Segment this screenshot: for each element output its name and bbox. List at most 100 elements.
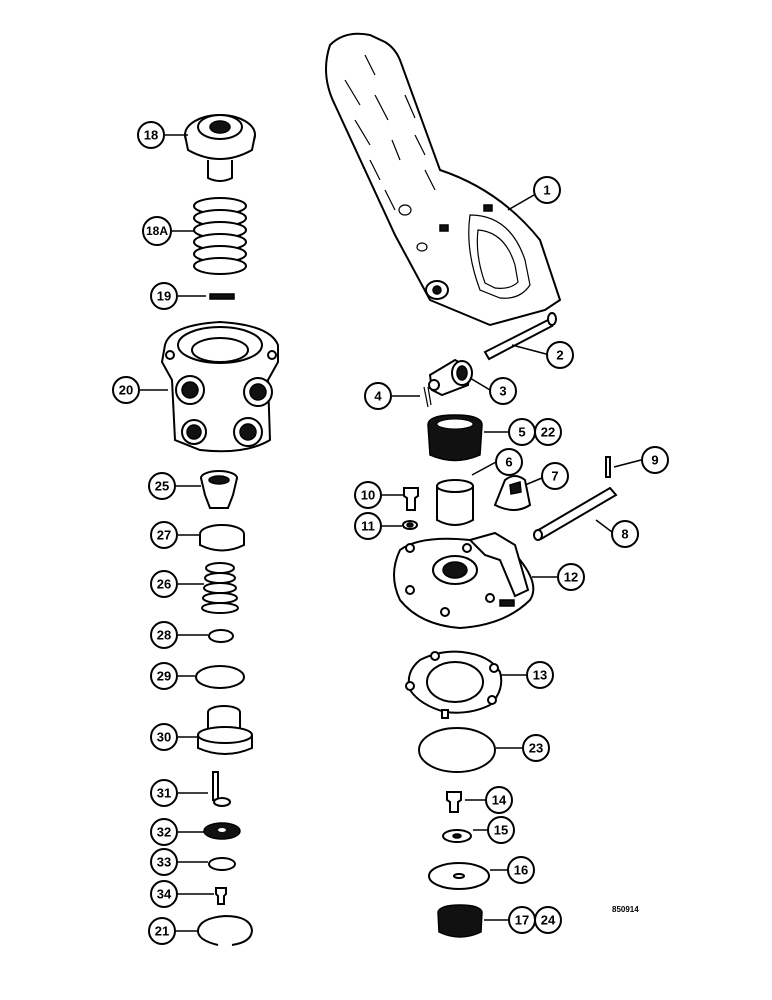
svg-text:10: 10	[361, 488, 375, 503]
part-25-valve	[200, 470, 238, 509]
part-33-washer	[208, 857, 236, 871]
callout-7: 7	[541, 462, 569, 490]
callout-30: 30	[150, 723, 178, 751]
callout-34: 34	[150, 880, 178, 908]
part-2-pin	[483, 312, 557, 361]
svg-text:15: 15	[494, 823, 508, 838]
svg-text:3: 3	[499, 384, 506, 399]
part-34-screw	[215, 887, 227, 905]
svg-text:20: 20	[119, 383, 133, 398]
part-18a-spring	[193, 197, 247, 275]
part-5-boot	[427, 414, 483, 462]
part-30-piston	[197, 705, 253, 755]
callout-9: 9	[641, 446, 669, 474]
callout-32: 32	[150, 818, 178, 846]
svg-text:8: 8	[621, 527, 628, 542]
callout-23: 23	[522, 734, 550, 762]
callout-17: 17	[508, 906, 536, 934]
svg-text:26: 26	[157, 577, 171, 592]
callout-26: 26	[150, 570, 178, 598]
part-15-washer	[442, 829, 472, 843]
svg-text:22: 22	[541, 425, 555, 440]
svg-text:25: 25	[155, 479, 169, 494]
part-32-rubber-disc	[203, 822, 241, 840]
part-20-valve-body	[160, 320, 279, 453]
callout-14: 14	[485, 786, 513, 814]
part-21-snap-ring	[196, 914, 254, 946]
svg-text:29: 29	[157, 669, 171, 684]
svg-text:21: 21	[155, 924, 169, 939]
svg-text:31: 31	[157, 786, 171, 801]
part-29-o-ring	[195, 665, 245, 689]
part-31-stem	[212, 771, 231, 807]
callout-6: 6	[495, 448, 523, 476]
svg-text:17: 17	[515, 913, 529, 928]
part-19-pin	[209, 293, 235, 300]
part-7-cam	[493, 475, 532, 511]
callout-10: 10	[354, 481, 382, 509]
svg-text:23: 23	[529, 741, 543, 756]
svg-text:18A: 18A	[146, 224, 168, 238]
callout-8: 8	[611, 520, 639, 548]
callout-13: 13	[526, 661, 554, 689]
svg-text:34: 34	[157, 887, 172, 902]
part-1-pedal	[325, 32, 562, 327]
part-4-cotter-pin	[423, 386, 432, 408]
part-18-cap	[184, 114, 256, 182]
svg-text:18: 18	[144, 128, 158, 143]
svg-text:27: 27	[157, 528, 171, 543]
part-16-disc	[428, 862, 490, 890]
callout-18: 18	[137, 121, 165, 149]
part-14-screw	[446, 791, 462, 813]
svg-text:32: 32	[157, 825, 171, 840]
svg-text:28: 28	[157, 628, 171, 643]
callout-11: 11	[354, 512, 382, 540]
part-13-gasket	[405, 650, 503, 719]
callout-29: 29	[150, 662, 178, 690]
callout-4: 4	[364, 382, 392, 410]
part-12-cover-plate	[393, 531, 535, 630]
callout-1: 1	[533, 176, 561, 204]
svg-text:19: 19	[157, 289, 171, 304]
callout-22: 22	[534, 418, 562, 446]
svg-text:14: 14	[492, 793, 507, 808]
part-8-rod	[533, 486, 618, 541]
callout-16: 16	[507, 856, 535, 884]
callout-33: 33	[150, 848, 178, 876]
part-17-seal	[437, 904, 483, 938]
part-11-washer	[402, 520, 418, 530]
callout-31: 31	[150, 779, 178, 807]
svg-text:24: 24	[541, 913, 556, 928]
callout-2: 2	[546, 341, 574, 369]
part-6-cup	[436, 479, 474, 526]
part-9-roll-pin	[605, 456, 611, 478]
svg-text:16: 16	[514, 863, 528, 878]
part-28-o-ring	[208, 629, 234, 643]
svg-text:33: 33	[157, 855, 171, 870]
svg-text:4: 4	[374, 389, 382, 404]
callout-25: 25	[148, 472, 176, 500]
part-3-plunger	[428, 358, 473, 397]
svg-text:30: 30	[157, 730, 171, 745]
part-26-spring	[201, 562, 239, 614]
callout-5: 5	[508, 418, 536, 446]
callout-27: 27	[150, 521, 178, 549]
svg-text:9: 9	[651, 453, 658, 468]
svg-text:13: 13	[533, 668, 547, 683]
callout-3: 3	[489, 377, 517, 405]
part-10-screw	[403, 487, 419, 511]
callout-18a: 18A	[142, 216, 172, 246]
leader-lines	[140, 134, 642, 932]
svg-text:5: 5	[518, 425, 525, 440]
callout-20: 20	[112, 376, 140, 404]
callout-19: 19	[150, 282, 178, 310]
callout-15: 15	[487, 816, 515, 844]
callout-24: 24	[534, 906, 562, 934]
svg-text:1: 1	[543, 183, 550, 198]
part-27-ring	[199, 524, 245, 552]
part-23-o-ring	[418, 727, 496, 773]
callout-12: 12	[557, 563, 585, 591]
svg-text:2: 2	[556, 348, 563, 363]
svg-text:11: 11	[361, 519, 375, 534]
